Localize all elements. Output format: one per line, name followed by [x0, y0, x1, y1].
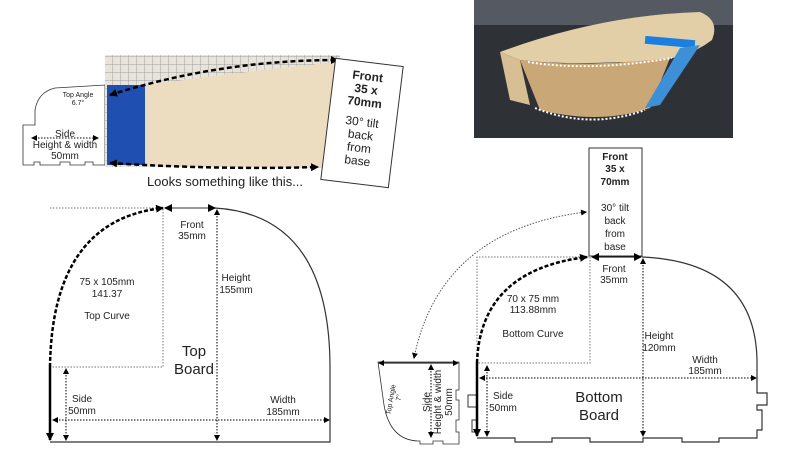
- side-label: 50mm: [489, 403, 517, 414]
- width-label: 185mm: [266, 407, 299, 418]
- front-label: 35mm: [600, 275, 628, 286]
- side-label: 50mm: [68, 406, 96, 417]
- side-dims: Height & width: [33, 140, 97, 151]
- front-label: 35mm: [178, 231, 206, 242]
- front-box-title: Front: [602, 152, 628, 163]
- front-card-title: 35 x: [354, 81, 379, 98]
- caption: Looks something like this...: [147, 174, 303, 189]
- front-card-title: Front: [352, 68, 384, 86]
- front-box-note: base: [604, 242, 626, 253]
- curve-label: Bottom Curve: [502, 329, 564, 340]
- side-value: 50mm: [51, 151, 79, 162]
- front-label: Front: [180, 220, 204, 231]
- front-box: [588, 147, 643, 257]
- top-angle-value: 6.7°: [72, 99, 85, 107]
- front-card-note: base: [344, 152, 372, 169]
- curve-dims: 70 x 75 mm: [507, 294, 559, 305]
- front-card-note: back: [347, 126, 375, 143]
- blue-tape: [107, 85, 145, 165]
- mockup-illustration: Top Angle 6.7° Side Height & width 50mm …: [22, 55, 404, 189]
- height-label: Height: [222, 273, 251, 284]
- side-label: Side: [493, 391, 513, 402]
- front-box-note: back: [604, 216, 626, 227]
- curve-dims: 75 x 105mm: [79, 277, 134, 288]
- top-angle-label: Top Angle: [63, 92, 94, 99]
- curve-label: Top Curve: [84, 311, 130, 322]
- side-label: Side: [55, 129, 75, 140]
- curve-length: 113.88mm: [510, 305, 557, 316]
- width-label: 185mm: [688, 366, 721, 377]
- front-card: Front 35 x 70mm 30° tilt back from base: [320, 57, 404, 189]
- top-angle-value: 7°: [395, 393, 404, 401]
- board-title: Top: [182, 343, 206, 360]
- width-label: Width: [692, 355, 718, 366]
- side-dims: Height & width: [433, 370, 444, 434]
- side-piece-outline: [377, 361, 460, 445]
- front-label: Front: [602, 264, 626, 275]
- front-box-title: 70mm: [601, 177, 630, 188]
- height-label: 155mm: [219, 285, 252, 296]
- board-title: Bottom: [575, 389, 623, 406]
- front-box-note: 30° tilt: [601, 203, 629, 214]
- front-card-title: 70mm: [346, 93, 382, 111]
- top-board: Front 35mm 75 x 105mm 141.37 Top Curve H…: [46, 204, 331, 443]
- side-label: Side: [72, 394, 92, 405]
- photo-assembled-box: [474, 0, 733, 138]
- front-card-note: from: [346, 139, 372, 156]
- height-label: Height: [645, 331, 674, 342]
- front-card-note: 30° tilt: [345, 113, 381, 131]
- front-box-title: 35 x: [605, 164, 625, 175]
- board-title: Board: [579, 407, 619, 424]
- height-label: 120mm: [642, 343, 675, 354]
- curve-length: 141.37: [92, 289, 123, 300]
- bottom-board: Top Angle 7° Side Height & width 50mm Fr…: [377, 147, 768, 445]
- side-value: 50mm: [444, 388, 455, 416]
- front-box-note: from: [605, 229, 625, 240]
- width-label: Width: [270, 395, 296, 406]
- board-title: Board: [174, 361, 214, 378]
- side-label: Side: [422, 392, 433, 412]
